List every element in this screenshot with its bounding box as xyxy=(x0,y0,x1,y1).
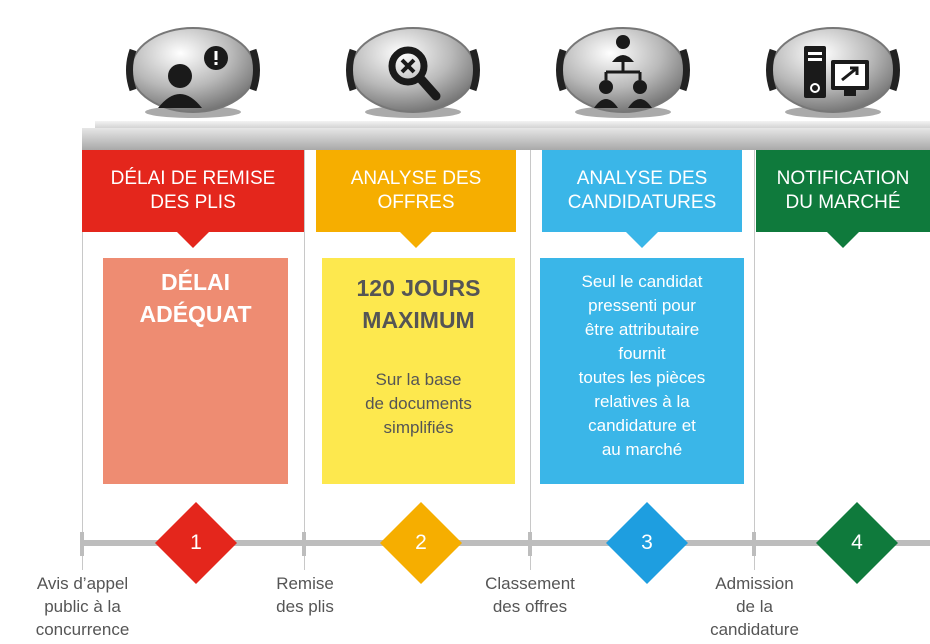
phase-header-3-line-2: CANDIDATURES xyxy=(567,192,717,213)
separator-2 xyxy=(304,150,305,570)
phase-header-2-line-1: ANALYSE DES xyxy=(350,168,482,189)
detail-box-2: 120 JOURS MAXIMUM Sur la base de documen… xyxy=(322,258,515,484)
milestone-1-line-2: public à la xyxy=(44,597,121,616)
milestone-1-line-1: Avis d’appel xyxy=(36,574,129,593)
detail-3-text-line-1: Seul le candidat xyxy=(581,272,703,291)
milestone-2-line-1: Remise xyxy=(276,574,334,593)
milestone-4-line-1: Admission xyxy=(715,574,794,593)
org-chart-icon xyxy=(556,27,690,118)
search-cancel-icon-bubble xyxy=(338,20,488,120)
milestone-2-line-2: des plis xyxy=(276,597,334,616)
detail-2-text-line-3: simplifiés xyxy=(383,418,454,437)
milestone-2: Remise des plis xyxy=(250,572,360,618)
detail-2-text-line-2: de documents xyxy=(365,394,472,413)
phase-header-1-line-2: DES PLIS xyxy=(150,192,236,213)
detail-3-text-line-8: au marché xyxy=(601,440,683,459)
user-alert-icon-bubble xyxy=(118,20,268,120)
phase-header-1: DÉLAI DE REMISE DES PLIS xyxy=(82,150,304,248)
milestone-3-line-1: Classement xyxy=(485,574,575,593)
phase-header-2: ANALYSE DES OFFRES xyxy=(316,150,516,248)
detail-3-text-line-2: pressenti pour xyxy=(588,296,696,315)
milestone-3-line-2: des offres xyxy=(492,597,568,616)
computer-icon-bubble xyxy=(758,20,908,120)
detail-box-1: DÉLAI ADÉQUAT xyxy=(103,258,288,484)
phase-header-4-line-1: NOTIFICATION xyxy=(776,168,910,189)
timeline xyxy=(82,540,930,546)
search-cancel-icon xyxy=(346,27,480,118)
detail-3-text-line-7: candidature et xyxy=(588,416,696,435)
phase-header-3: ANALYSE DES CANDIDATURES xyxy=(542,150,742,248)
milestone-3: Classement des offres xyxy=(455,572,605,618)
timeline-tick-4 xyxy=(752,532,756,556)
phase-header-2-line-2: OFFRES xyxy=(377,192,455,213)
timeline-tick-1 xyxy=(80,532,84,556)
step-number-2: 2 xyxy=(415,531,427,554)
phase-header-4-pointer xyxy=(826,231,860,248)
phase-header-1-line-1: DÉLAI DE REMISE xyxy=(110,168,276,189)
phase-header-1-pointer xyxy=(176,231,210,248)
detail-1-title-line-2: ADÉQUAT xyxy=(139,301,252,327)
detail-2-text-line-1: Sur la base xyxy=(375,370,462,389)
milestone-4-line-2: de la xyxy=(736,597,773,616)
milestone-4: Admission de la candidature xyxy=(672,572,837,641)
milestone-4-line-3: candidature xyxy=(710,620,799,639)
org-chart-icon-bubble xyxy=(548,20,698,120)
phase-header-2-pointer xyxy=(399,231,433,248)
separator-3 xyxy=(530,150,531,570)
top-bar-edge xyxy=(95,121,930,129)
phase-header-3-line-1: ANALYSE DES xyxy=(576,168,708,189)
milestone-1-line-3: concurrence xyxy=(35,620,130,639)
timeline-tick-2 xyxy=(302,532,306,556)
phase-header-4-line-2: DU MARCHÉ xyxy=(785,192,901,213)
top-bar xyxy=(82,128,930,150)
separator-1 xyxy=(82,150,83,570)
detail-3-text-line-3: être attributaire xyxy=(584,320,700,339)
step-number-3: 3 xyxy=(641,531,653,554)
milestone-1: Avis d’appel public à la concurrence xyxy=(0,572,165,641)
phase-header-4: NOTIFICATION DU MARCHÉ xyxy=(756,150,930,248)
detail-3-text-line-4: fournit xyxy=(618,344,666,363)
detail-box-3: Seul le candidat pressenti pour être att… xyxy=(540,258,744,484)
detail-2-title-line-1: 120 JOURS xyxy=(356,275,481,301)
separator-4 xyxy=(754,150,755,570)
detail-2-title-line-2: MAXIMUM xyxy=(362,307,475,333)
user-alert-icon xyxy=(126,27,260,118)
timeline-tick-3 xyxy=(528,532,532,556)
phase-header-3-pointer xyxy=(625,231,659,248)
step-number-4: 4 xyxy=(851,531,863,554)
detail-3-text-line-5: toutes les pièces xyxy=(578,368,706,387)
detail-1-title-line-1: DÉLAI xyxy=(161,269,230,295)
detail-3-text-line-6: relatives à la xyxy=(594,392,690,411)
computer-icon xyxy=(766,27,900,118)
step-number-1: 1 xyxy=(190,531,202,554)
